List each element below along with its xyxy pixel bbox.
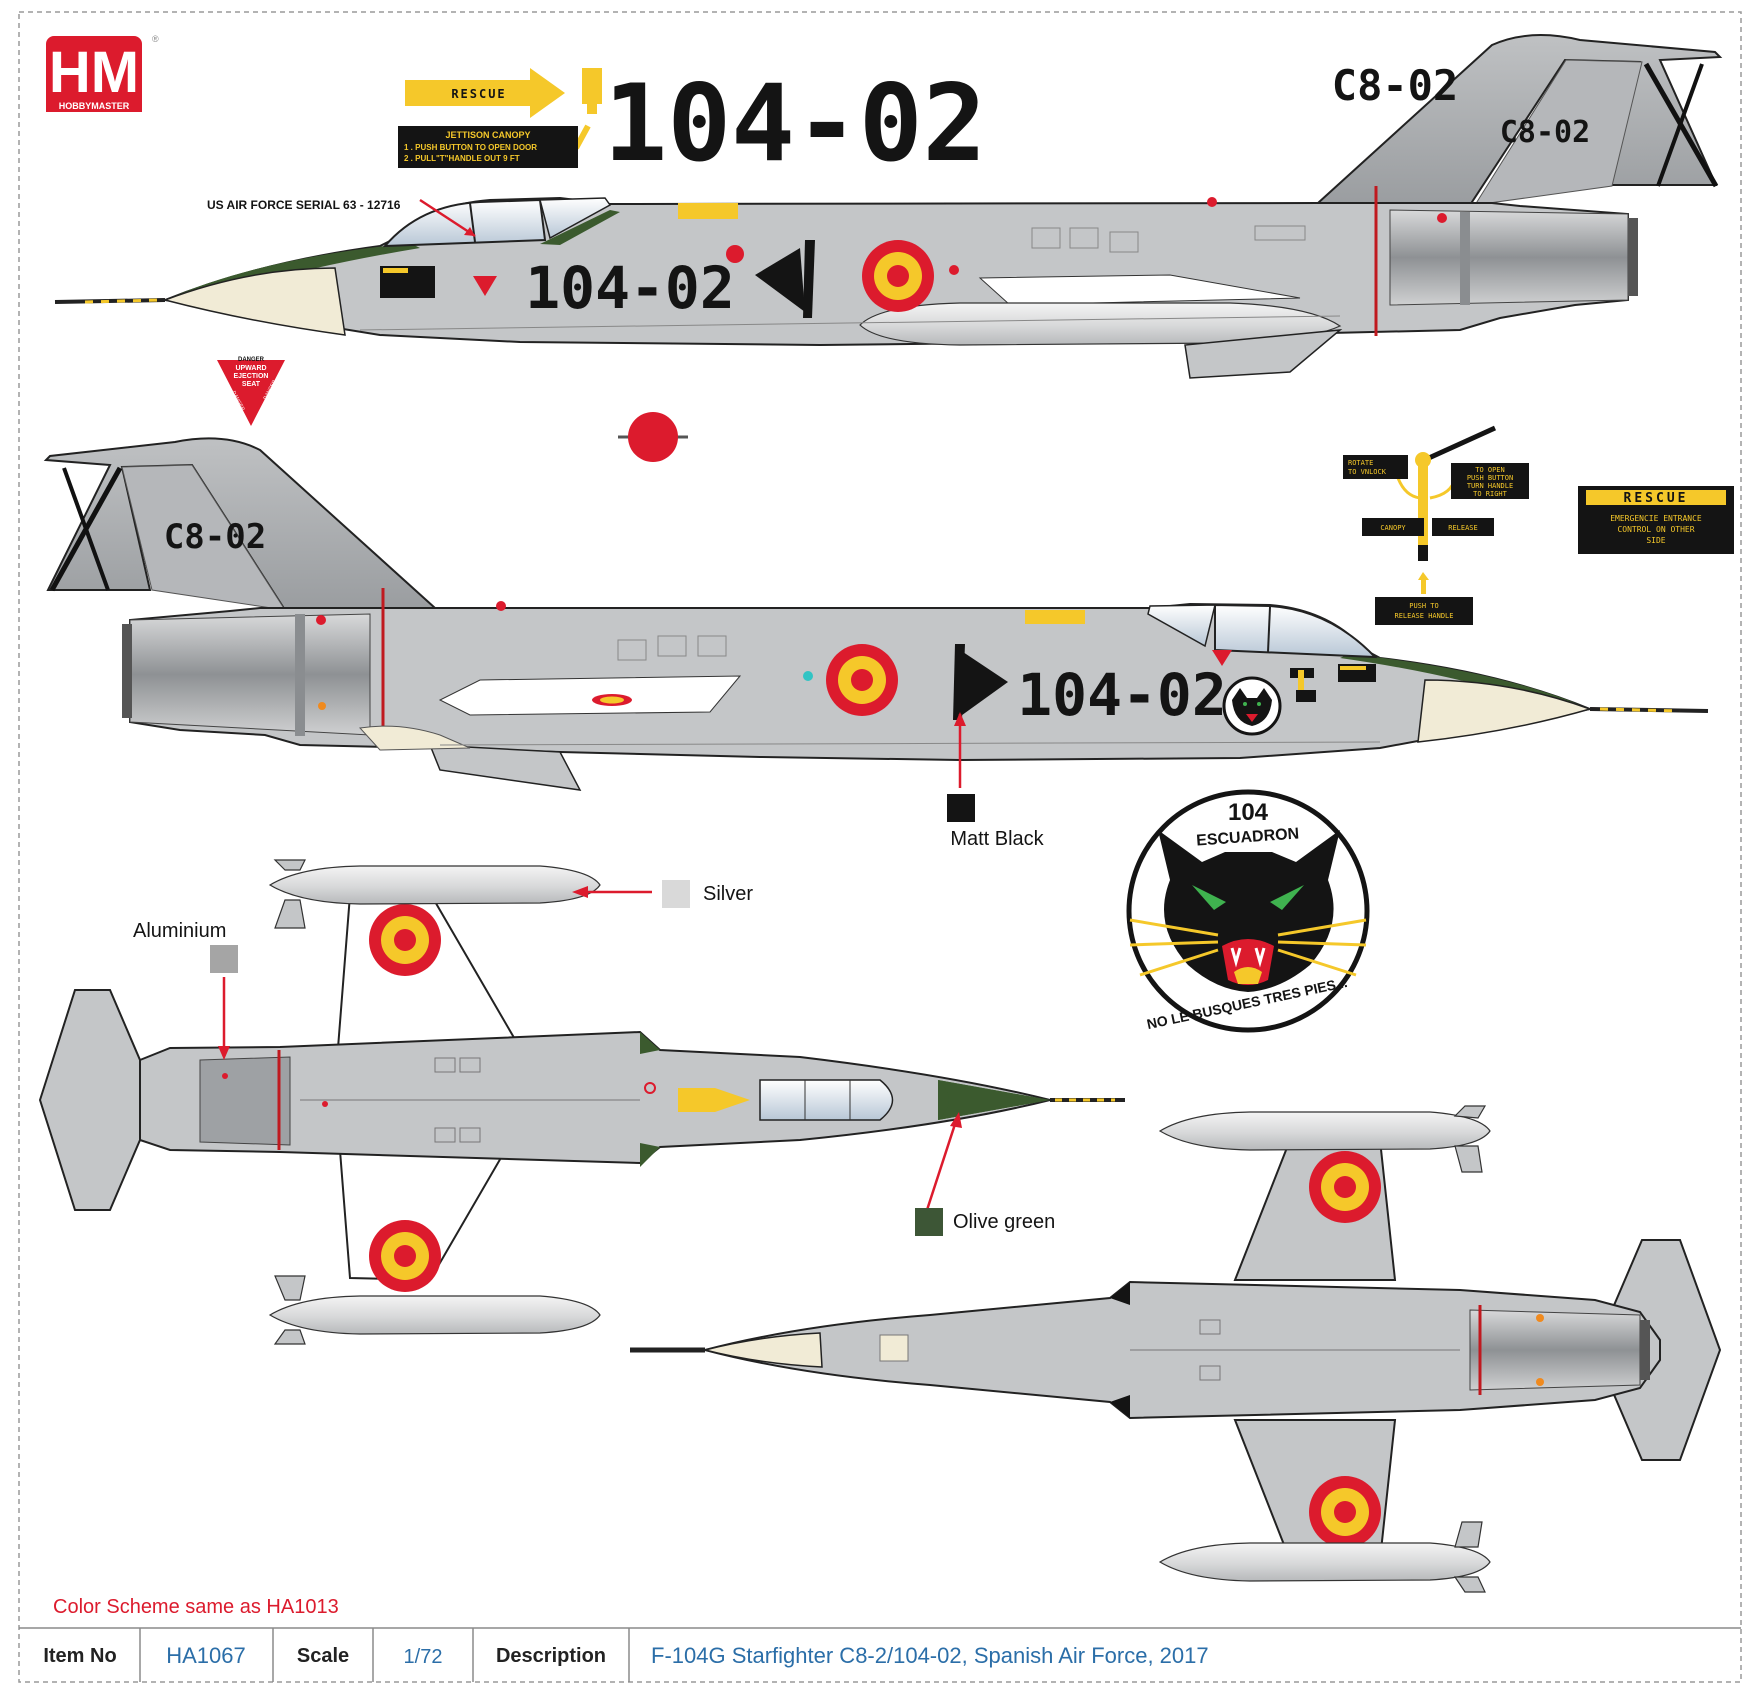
danger-l1: UPWARD xyxy=(235,365,266,372)
top-view xyxy=(38,859,1125,1345)
side-profile-right xyxy=(43,437,1709,791)
release-decal-label: RELEASE xyxy=(1448,524,1478,532)
logo-registered: ® xyxy=(152,34,159,44)
aluminium-label: Aluminium xyxy=(133,920,226,942)
rescue-entrance-decal: RESCUE EMERGENCIE ENTRANCE CONTROL ON OT… xyxy=(1578,486,1734,554)
danger-l3: SEAT xyxy=(242,381,261,388)
danger-ejection-decal: DANGER UPWARD EJECTION SEAT DANGER DANGE… xyxy=(217,357,285,426)
red-dot-decal xyxy=(618,412,688,462)
danger-top: DANGER xyxy=(238,357,265,363)
description-label: Description xyxy=(496,1645,606,1667)
side-profile-left xyxy=(54,34,1723,379)
matt-black-label: Matt Black xyxy=(950,828,1044,850)
rescue-box-title: RESCUE xyxy=(1624,491,1689,506)
canopy-release-decal: ROTATE TO VNLOCK TO OPEN PUSH BUTTON TUR… xyxy=(1343,425,1529,625)
olive-green-label: Olive green xyxy=(953,1211,1055,1233)
squadron-badge: 104 ESCUADRON NO LE BUSQUES TRES PIES... xyxy=(1126,789,1370,1033)
scale-value: 1/72 xyxy=(404,1646,443,1668)
to-open-l1: TO OPEN xyxy=(1475,466,1505,474)
push-decal-l1: PUSH TO xyxy=(1409,602,1439,610)
rescue-box-l2: CONTROL ON OTHER xyxy=(1617,525,1694,534)
silver-swatch xyxy=(662,880,690,908)
to-open-l4: TO RIGHT xyxy=(1473,490,1508,498)
logo-name: HOBBYMASTER xyxy=(59,101,130,111)
jettison-line2: 2 . PULL"T"HANDLE OUT 9 FT xyxy=(404,154,520,163)
olive-green-swatch xyxy=(915,1208,943,1236)
color-scheme-note: Color Scheme same as HA1013 xyxy=(53,1596,339,1618)
sheet-border xyxy=(18,11,1742,1683)
item-no-value: HA1067 xyxy=(166,1643,246,1668)
item-no-label: Item No xyxy=(43,1645,116,1667)
rescue-arrow-label: RESCUE xyxy=(451,87,506,101)
tail-code-bottom: C8-02 xyxy=(164,517,266,557)
tail-code-top-1: C8-02 xyxy=(1332,61,1458,110)
to-open-l3: TURN HANDLE xyxy=(1467,482,1513,490)
rescue-box-l3: SIDE xyxy=(1646,536,1665,545)
badge-number: 104 xyxy=(1228,799,1269,826)
rescue-box-l1: EMERGENCIE ENTRANCE xyxy=(1610,514,1702,523)
squadron-badge-small xyxy=(1222,676,1282,736)
rotate-decal-l2: TO VNLOCK xyxy=(1348,468,1387,476)
usaf-serial-note: US AIR FORCE SERIAL 63 - 12716 xyxy=(207,198,401,212)
canopy-decal-label: CANOPY xyxy=(1380,524,1406,532)
info-bar: Item No HA1067 Scale 1/72 Description F-… xyxy=(19,1627,1741,1682)
silver-label: Silver xyxy=(703,883,753,905)
big-serial-number: 104-02 xyxy=(604,62,987,185)
matt-black-swatch xyxy=(947,794,975,822)
to-open-l2: PUSH BUTTON xyxy=(1467,474,1513,482)
description-value: F-104G Starfighter C8-2/104-02, Spanish … xyxy=(651,1643,1209,1668)
rotate-decal-l1: ROTATE xyxy=(1348,459,1373,467)
logo-letters: HM xyxy=(49,40,139,105)
hobbymaster-logo: HM HOBBYMASTER ® xyxy=(46,34,159,112)
tail-code-top-2: C8-02 xyxy=(1500,115,1590,150)
jettison-title: JETTISON CANOPY xyxy=(445,130,530,140)
jettison-line1: 1 . PUSH BUTTON TO OPEN DOOR xyxy=(404,143,537,152)
push-decal-l2: RELEASE HANDLE xyxy=(1394,612,1453,620)
fuselage-serial-top: 104-02 xyxy=(525,254,735,322)
rescue-jettison-decal: RESCUE JETTISON CANOPY 1 . PUSH BUTTON T… xyxy=(398,68,602,168)
scale-label: Scale xyxy=(297,1645,349,1667)
fuselage-serial-bottom: 104-02 xyxy=(1017,661,1227,729)
bottom-view xyxy=(630,1105,1722,1593)
aluminium-swatch xyxy=(210,945,238,973)
danger-l2: EJECTION xyxy=(233,373,268,380)
